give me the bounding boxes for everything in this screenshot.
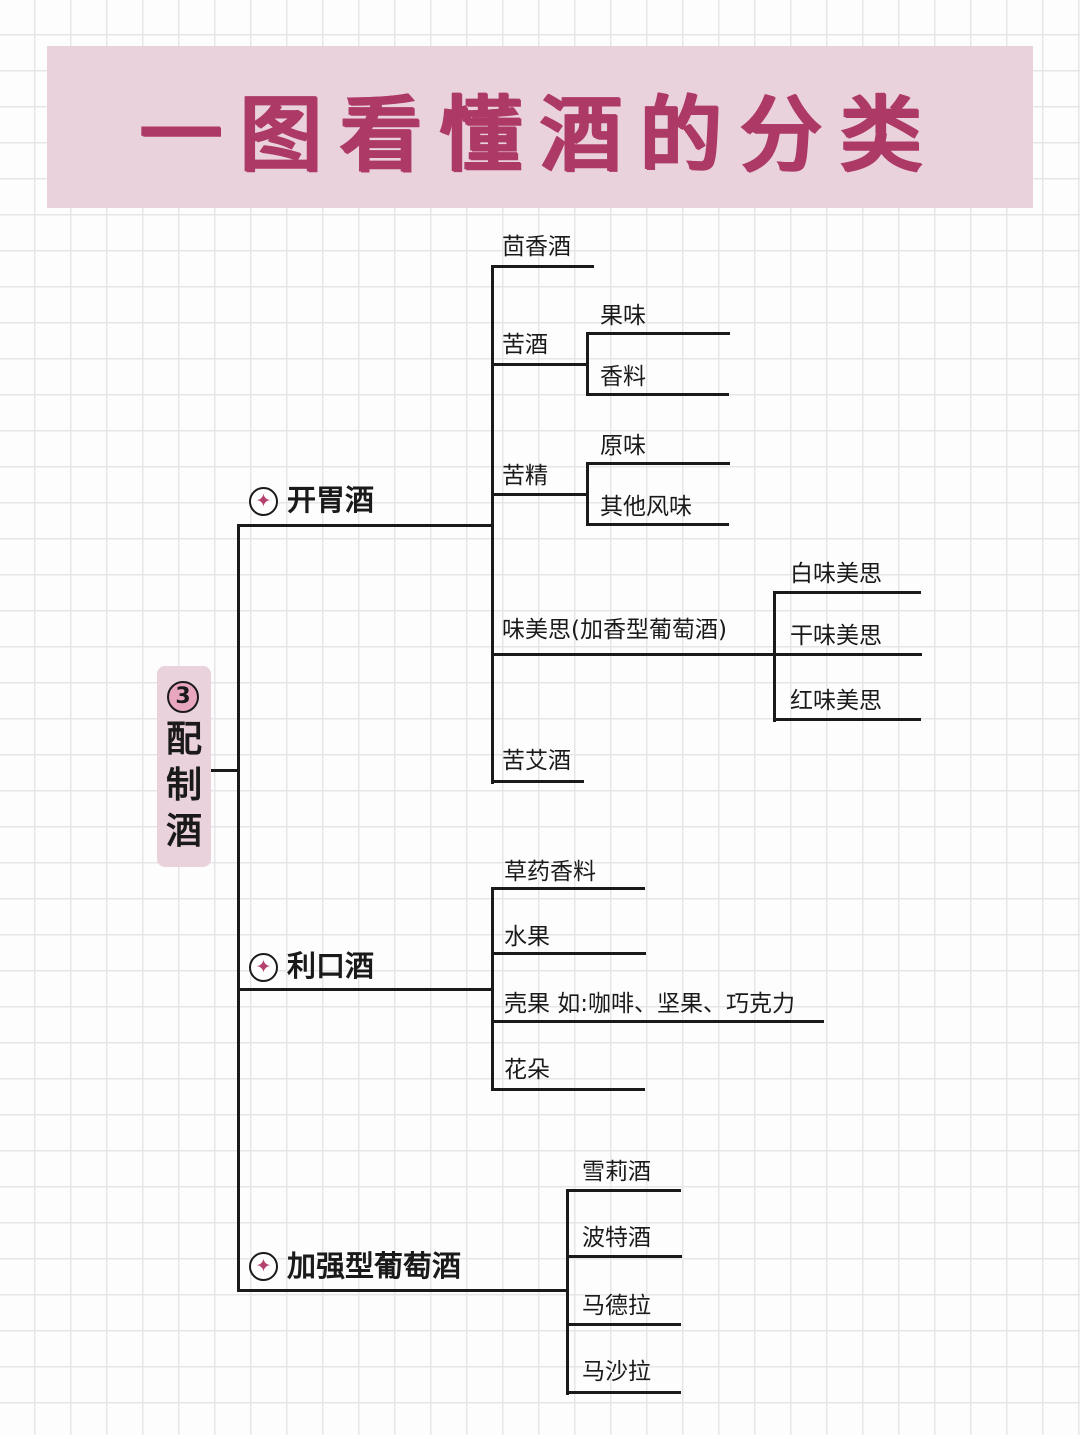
underline-marsala <box>566 1391 681 1394</box>
item-vermouth: 味美思(加香型葡萄酒) <box>502 617 727 643</box>
item-sherry: 雪莉酒 <box>582 1159 651 1185</box>
subitem-spice: 香料 <box>600 364 646 390</box>
connector-bitter-essence-spine <box>586 462 589 526</box>
subitem-other-flavors: 其他风味 <box>600 494 692 520</box>
sparkle-icon: ✦ <box>249 953 278 982</box>
connector-bitters-spine <box>586 332 589 396</box>
underline-other-flavors <box>586 523 729 526</box>
underline-spice <box>586 393 729 396</box>
underline-madeira <box>566 1323 681 1326</box>
subitem-fruit-flavor: 果味 <box>600 303 646 329</box>
subitem-red-vermouth: 红味美思 <box>790 688 882 714</box>
item-marsala: 马沙拉 <box>582 1359 651 1385</box>
connector-aperitif-branch <box>237 524 492 527</box>
item-bitter-essence: 苦精 <box>502 463 548 489</box>
underline-anise-liqueur <box>491 265 594 268</box>
connector-fortified-branch <box>237 1289 568 1292</box>
connector-main-trunk <box>237 524 240 1292</box>
underline-red-vermouth <box>773 718 921 721</box>
underline-bitters <box>491 363 588 366</box>
subitem-original-flavor: 原味 <box>600 433 646 459</box>
root-node-label: 配制酒 <box>165 719 202 852</box>
underline-nuts <box>491 1020 824 1023</box>
connector-fortified-spine <box>566 1189 569 1395</box>
sparkle-icon: ✦ <box>249 487 278 516</box>
connector-aperitif-spine <box>491 266 494 784</box>
subitem-dry-vermouth: 干味美思 <box>790 623 882 649</box>
item-madeira: 马德拉 <box>582 1293 651 1319</box>
item-absinthe: 苦艾酒 <box>502 748 571 774</box>
item-bitters: 苦酒 <box>502 332 548 358</box>
page-title: 一图看懂酒的分类 <box>139 86 940 183</box>
sparkle-icon: ✦ <box>249 1252 278 1281</box>
underline-vermouth <box>491 653 775 656</box>
connector-liqueur-spine <box>491 888 494 1091</box>
item-flowers: 花朵 <box>504 1057 550 1083</box>
underline-dry-vermouth <box>773 653 922 656</box>
item-port: 波特酒 <box>582 1225 651 1251</box>
connector-liqueur-branch <box>237 988 492 991</box>
underline-herbs-spices <box>491 887 645 890</box>
root-number-badge: 3 <box>167 681 199 713</box>
underline-fruit <box>491 952 646 955</box>
underline-white-vermouth <box>773 591 921 594</box>
category-label-fortified-wine: 加强型葡萄酒 <box>287 1249 462 1283</box>
category-label-liqueur: 利口酒 <box>287 949 375 983</box>
underline-port <box>566 1255 682 1258</box>
item-herbs-spices: 草药香料 <box>504 859 596 885</box>
subitem-white-vermouth: 白味美思 <box>790 561 882 587</box>
category-label-aperitif: 开胃酒 <box>287 483 375 517</box>
connector-root-stub <box>211 769 239 772</box>
underline-fruit-flavor <box>586 332 730 335</box>
item-anise-liqueur: 茴香酒 <box>502 234 571 260</box>
item-fruit: 水果 <box>504 924 550 950</box>
item-nuts: 壳果 如:咖啡、坚果、巧克力 <box>504 991 796 1017</box>
underline-absinthe <box>491 780 584 783</box>
title-banner: 一图看懂酒的分类 <box>47 46 1033 208</box>
underline-bitter-essence <box>491 493 588 496</box>
underline-sherry <box>566 1189 681 1192</box>
underline-original-flavor <box>586 462 730 465</box>
underline-flowers <box>491 1088 645 1091</box>
connector-vermouth-spine <box>773 592 776 722</box>
